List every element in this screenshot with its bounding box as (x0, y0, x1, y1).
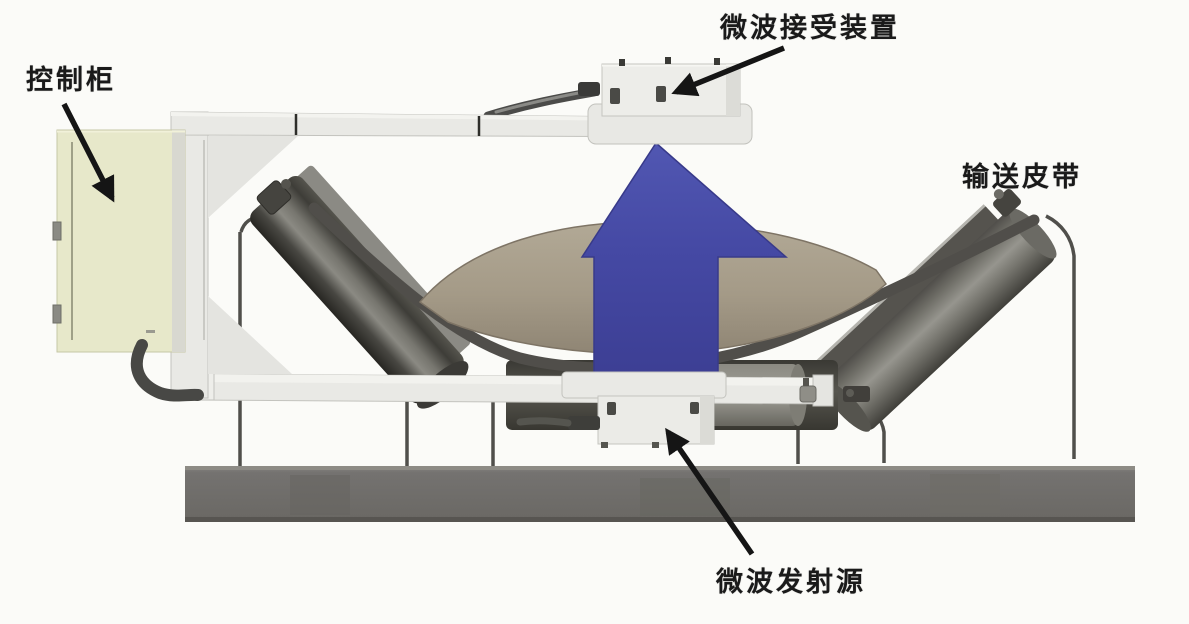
cabinet-cable (130, 339, 204, 402)
emitter-unit (516, 371, 727, 448)
control-cabinet-pointer-arrow (61, 102, 115, 203)
right-roller-lower-bracket (843, 386, 870, 402)
emitter-pointer-arrow (665, 427, 755, 556)
receiver-pointer-arrow (671, 45, 786, 97)
control-cabinet (52, 129, 186, 353)
label-microwave-receiver: 微波接受装置 (720, 13, 900, 43)
annotation-arrows (61, 45, 786, 556)
receiver-cable (483, 87, 599, 121)
label-control-cabinet: 控制柜 (26, 65, 116, 95)
base-platform (185, 466, 1135, 522)
label-conveyor-belt: 输送皮带 (962, 162, 1082, 192)
label-microwave-emitter: 微波发射源 (716, 567, 866, 597)
